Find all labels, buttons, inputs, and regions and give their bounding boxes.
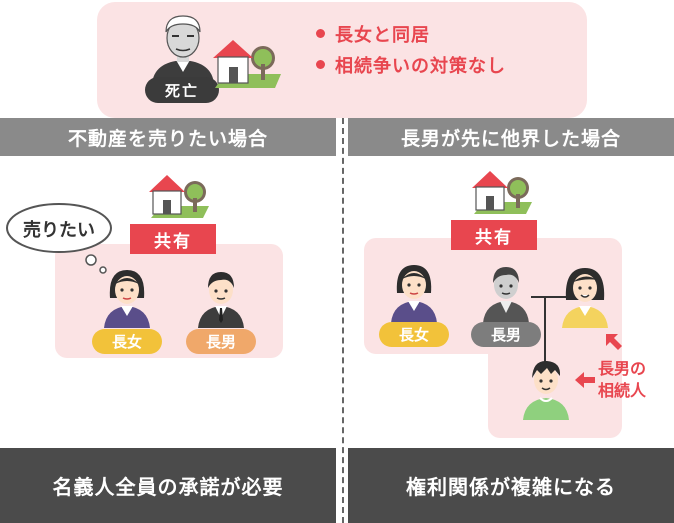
boy-icon xyxy=(521,358,571,420)
right-header: 長男が先に他界した場合 xyxy=(348,118,674,156)
man-icon xyxy=(196,268,246,328)
bullet-dot-icon xyxy=(316,60,325,69)
woman-icon xyxy=(389,263,439,323)
woman-icon xyxy=(560,266,610,328)
left-footer: 名義人全員の承諾が必要 xyxy=(0,448,336,523)
left-header: 不動産を売りたい場合 xyxy=(0,118,336,156)
co-ownership-label: 共有 xyxy=(451,220,537,250)
person-label-eldest-daughter: 長女 xyxy=(379,322,449,347)
house-icon xyxy=(143,170,213,220)
person-label-eldest-son: 長男 xyxy=(471,322,541,347)
bullet-item: 長女と同居 xyxy=(316,21,430,47)
speech-bubble xyxy=(3,200,115,274)
bullet-text: 相続争いの対策なし xyxy=(335,56,506,77)
house-icon xyxy=(466,166,536,216)
arrow-icon xyxy=(575,371,595,389)
annotation-line: 相続人 xyxy=(598,381,647,400)
person-label-eldest-son: 長男 xyxy=(186,329,256,354)
man-icon xyxy=(481,263,531,323)
bullet-item: 相続争いの対策なし xyxy=(316,52,506,78)
annotation-line: 長男の xyxy=(598,359,647,378)
deceased-label: 死亡 xyxy=(145,77,219,103)
right-footer: 権利関係が複雑になる xyxy=(348,448,674,523)
co-ownership-label: 共有 xyxy=(130,224,216,254)
house-icon xyxy=(205,34,285,90)
section-divider xyxy=(342,118,344,523)
bullet-dot-icon xyxy=(316,29,325,38)
woman-icon xyxy=(102,268,152,328)
speech-text: 売りたい xyxy=(23,220,95,241)
heir-annotation: 長男の 相続人 xyxy=(598,358,646,402)
bullet-text: 長女と同居 xyxy=(335,25,430,46)
person-label-eldest-daughter: 長女 xyxy=(92,329,162,354)
arrow-icon xyxy=(604,332,624,352)
